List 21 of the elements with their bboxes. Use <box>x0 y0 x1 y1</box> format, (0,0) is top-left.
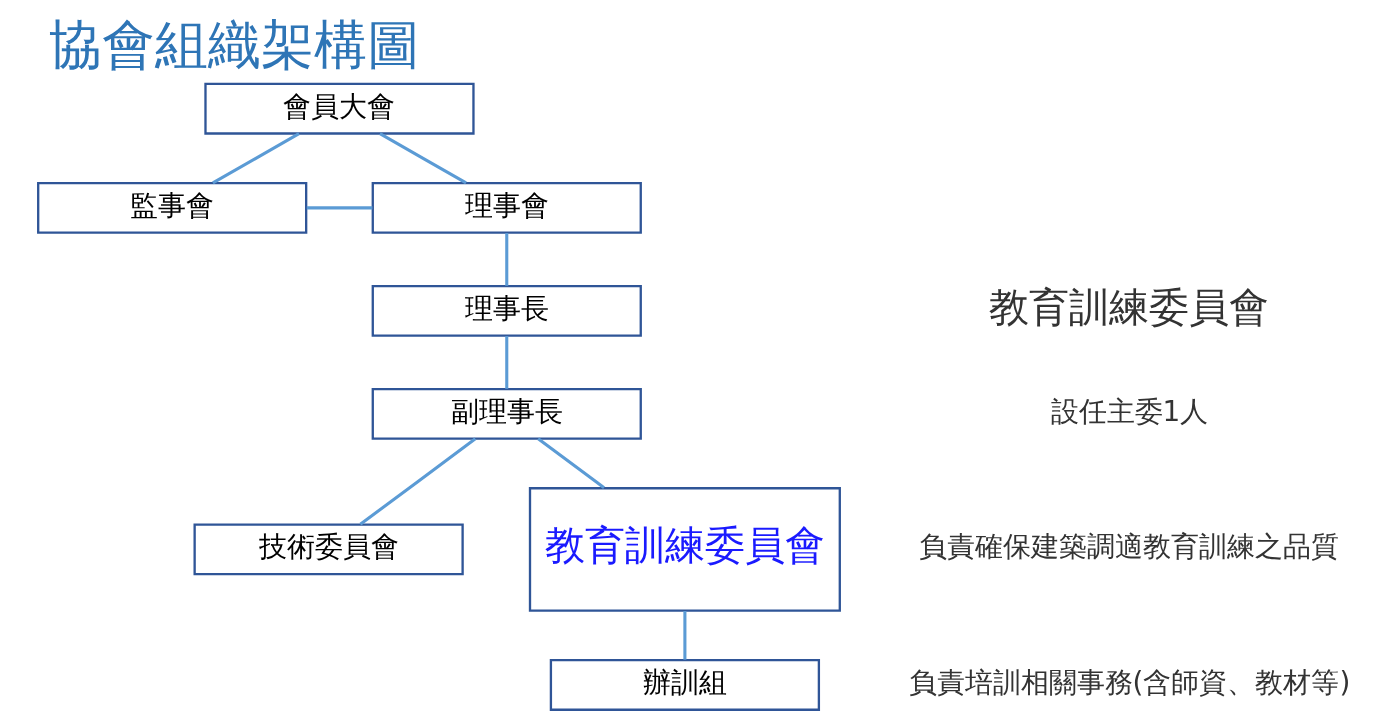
node-box: 辦訓組 <box>549 659 821 711</box>
label: 負責確保建築調適教育訓練之品質 <box>919 530 1340 564</box>
connector <box>212 132 300 185</box>
label: 負責培訓相關事務(含師資、教材等) <box>908 665 1351 699</box>
label: 設任主委1人 <box>1050 394 1209 428</box>
label: 教育訓練委員會 <box>989 283 1270 330</box>
node-box: 監事會 <box>37 181 308 234</box>
connector <box>505 233 509 286</box>
connector <box>505 336 509 389</box>
node-box: 會員大會 <box>204 82 475 135</box>
node-box: 副理事長 <box>371 387 642 440</box>
connector <box>683 611 687 660</box>
diagram-title: 協會組織架構圖 <box>48 13 420 75</box>
connector <box>359 437 477 526</box>
node-box: 技術委員會 <box>193 523 464 576</box>
node-box: 理事長 <box>371 284 642 337</box>
node-box: 理事會 <box>371 181 642 234</box>
connector <box>306 206 373 210</box>
connector <box>379 132 467 185</box>
connector <box>537 437 605 489</box>
node-box: 教育訓練委員會 <box>528 487 841 612</box>
